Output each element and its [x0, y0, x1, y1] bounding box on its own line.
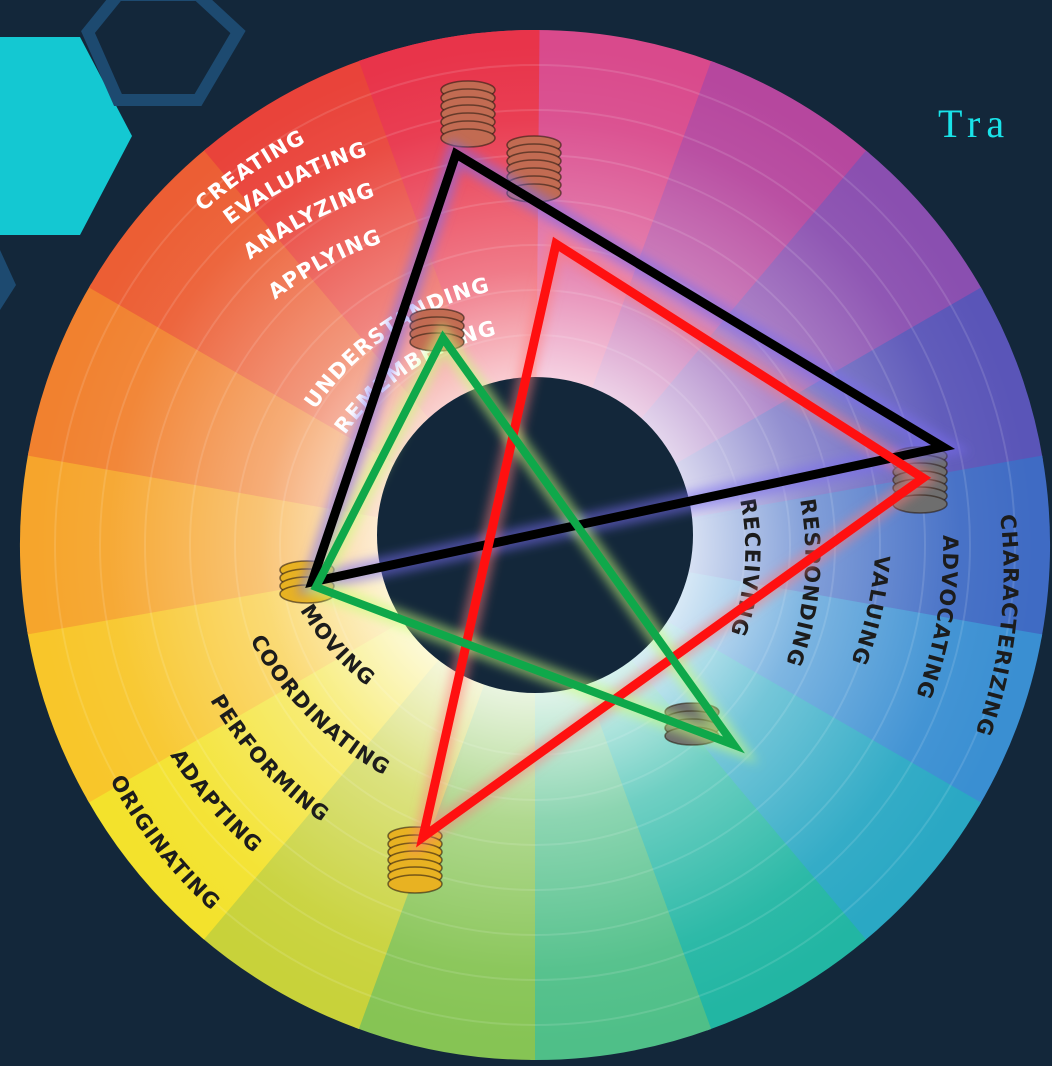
coin-stack [440, 80, 496, 148]
black-triangle [305, 147, 956, 589]
teal-hexagon [0, 37, 132, 235]
triangles [296, 139, 970, 859]
green-triangle [310, 330, 745, 754]
slide-title: Tra [938, 101, 1011, 146]
partial-hexagon [0, 250, 16, 310]
hexagon-decoration [0, 0, 246, 310]
coin [387, 874, 443, 894]
outline-hexagon [81, 0, 246, 106]
